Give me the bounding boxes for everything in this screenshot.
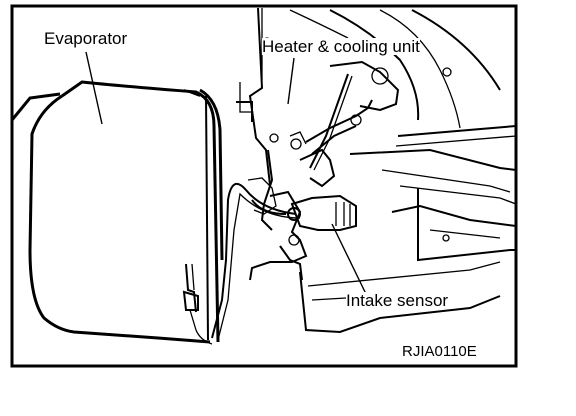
intake-sensor-leader [331,223,367,295]
intake-sensor-drawing [247,177,357,231]
heater-cooling-unit-label: Heater & cooling unit [262,37,420,56]
evaporator-drawing [10,80,224,344]
evaporator-label: Evaporator [44,29,128,48]
figure-code: RJIA0110E [402,343,477,360]
leader-lines [85,51,367,295]
evaporator-leader [85,51,103,125]
sensor-harness [195,182,301,345]
intake-sensor-label: Intake sensor [346,291,449,310]
heater-unit-leader [287,57,295,105]
heater-cooling-unit-drawing [236,7,517,334]
